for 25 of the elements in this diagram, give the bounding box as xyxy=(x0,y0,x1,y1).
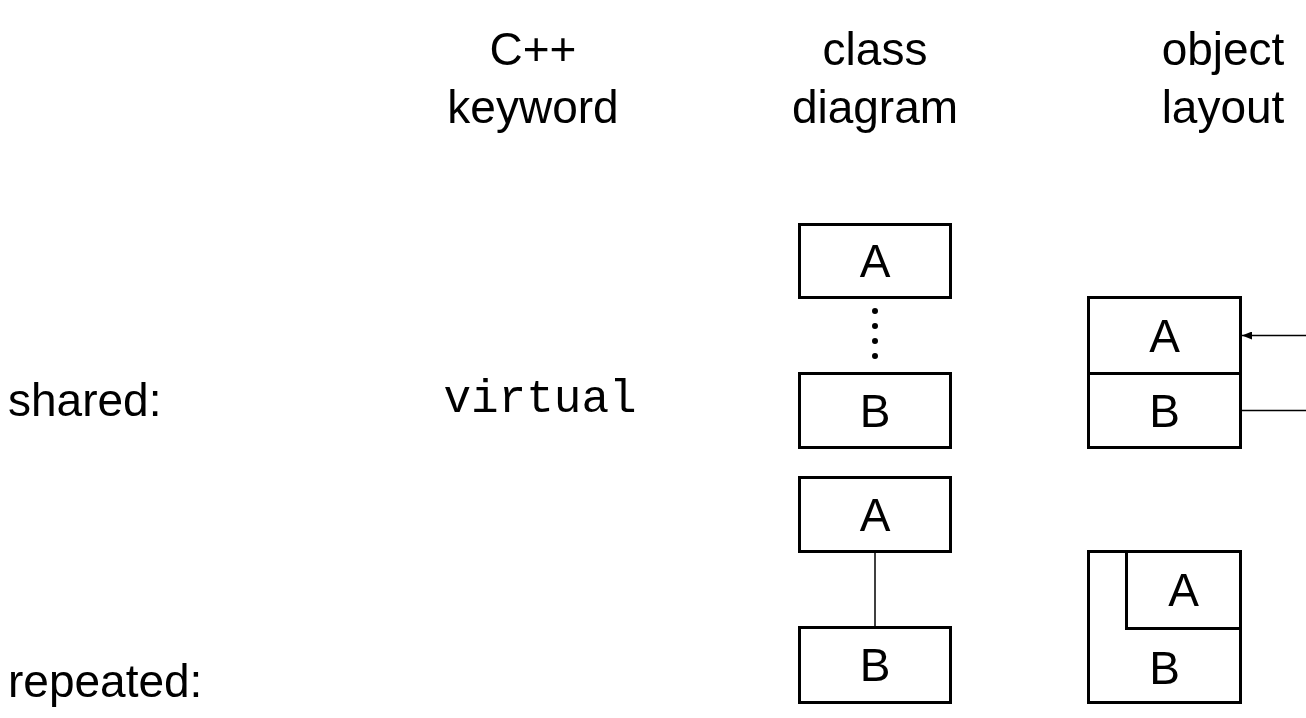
class-name: B xyxy=(858,640,892,690)
object-part-box xyxy=(1087,372,1242,449)
connector-line xyxy=(1241,409,1306,412)
arrow xyxy=(1241,331,1306,340)
connector-line xyxy=(874,552,876,627)
column-heading: object layout xyxy=(1160,22,1286,135)
class-box xyxy=(798,626,952,704)
row-label: shared: xyxy=(8,373,163,428)
object-part-box xyxy=(1087,296,1242,375)
row-label: repeated: xyxy=(8,654,204,709)
keyword-text: virtual xyxy=(442,373,638,428)
class-box xyxy=(798,372,952,449)
class-name: B xyxy=(1148,385,1181,436)
class-box xyxy=(798,223,952,299)
object-part-box xyxy=(1125,550,1242,630)
class-name: A xyxy=(1167,565,1200,615)
class-name: B xyxy=(1148,643,1181,693)
object-part-box xyxy=(1087,550,1242,704)
class-name: A xyxy=(858,236,892,286)
class-name: B xyxy=(858,385,892,436)
column-heading: C++ keyword xyxy=(446,22,620,135)
class-box xyxy=(798,476,952,553)
class-name: A xyxy=(858,489,892,540)
class-name: A xyxy=(1148,310,1181,361)
column-heading: class diagram xyxy=(790,22,960,135)
